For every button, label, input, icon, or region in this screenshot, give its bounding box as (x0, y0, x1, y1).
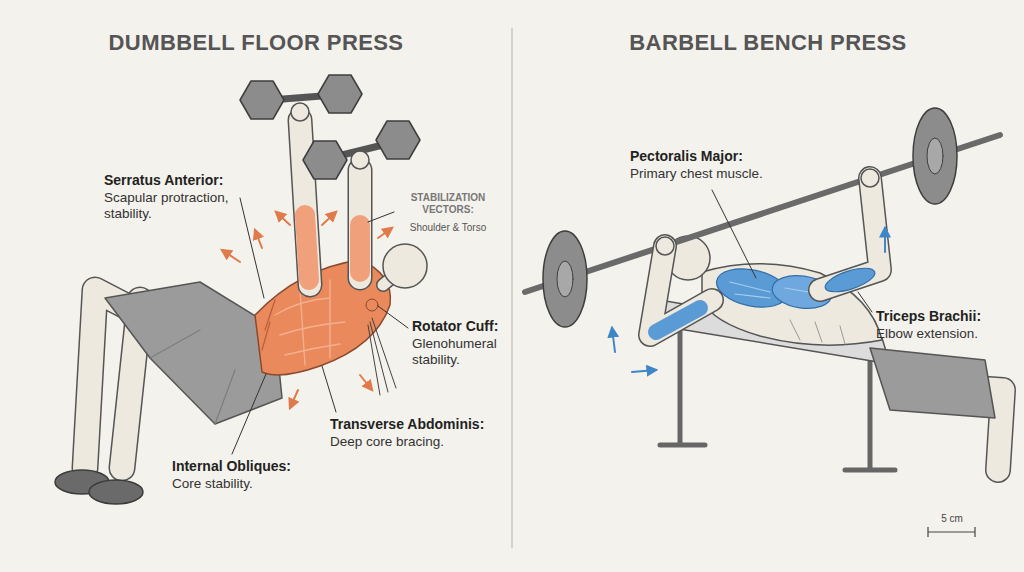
muscle-name: Transverse Abdominis: (330, 416, 508, 433)
bench-press-figure (525, 108, 1003, 470)
muscle-name: Internal Obliques: (172, 458, 322, 475)
muscle-name: Serratus Anterior: (104, 172, 244, 189)
vector-note: Shoulder & Torso (396, 222, 500, 234)
vector-heading: STABILIZATION VECTORS: (396, 192, 500, 215)
muscle-role: Primary chest muscle. (630, 166, 800, 182)
panel-title: BARBELL BENCH PRESS (568, 30, 968, 56)
panel-divider (511, 28, 513, 548)
muscle-role: Scapular protraction, stability. (104, 190, 244, 222)
muscle-name: Rotator Cuff: (412, 318, 508, 335)
panel-title: DUMBBELL FLOOR PRESS (56, 30, 456, 56)
muscle-role: Glenohumeral stability. (412, 336, 508, 368)
muscle-role: Deep core bracing. (330, 434, 508, 450)
muscle-name: Triceps Brachii: (876, 308, 1016, 325)
muscle-name: Pectoralis Major: (630, 148, 800, 165)
muscle-role: Core stability. (172, 476, 322, 492)
muscle-role: Elbow extension. (876, 326, 1016, 342)
scale-bar (928, 527, 975, 537)
scale-label: 5 cm (926, 513, 978, 525)
